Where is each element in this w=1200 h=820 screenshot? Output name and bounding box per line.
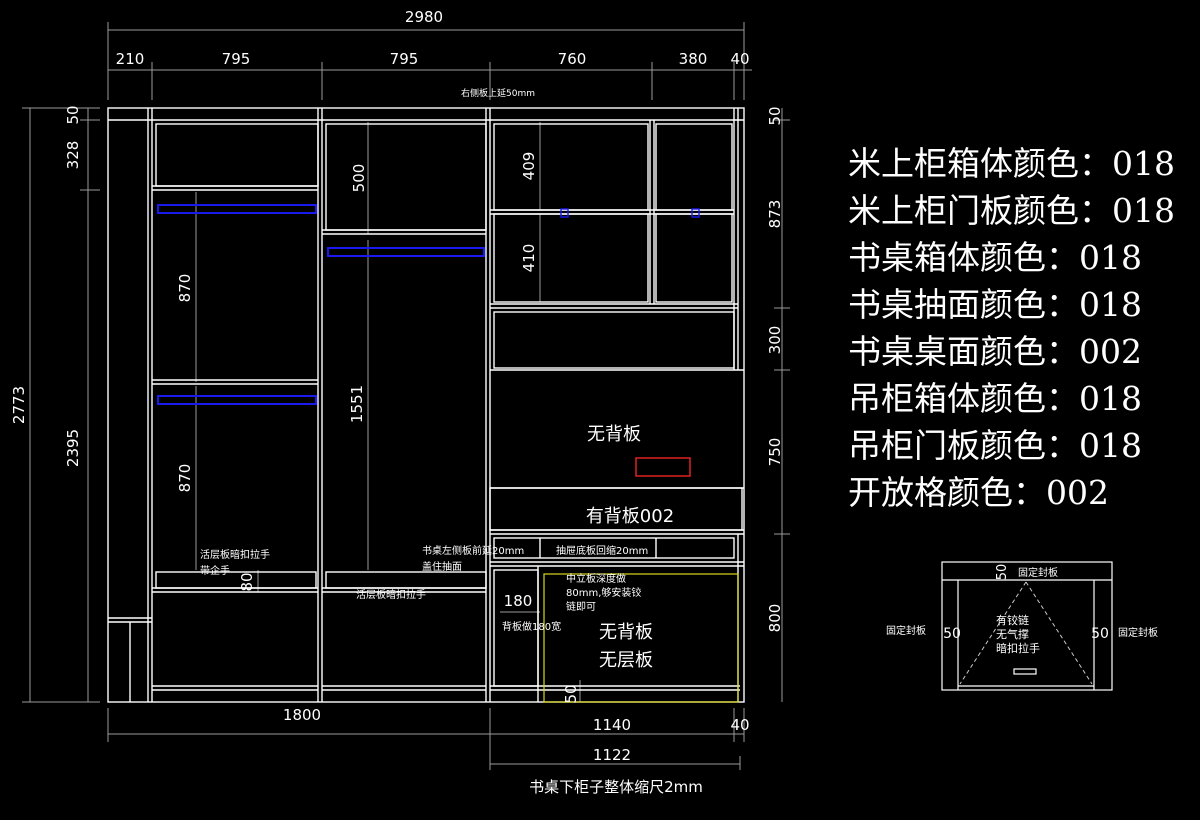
door-detail-diagram — [941, 561, 1113, 691]
detail-fixed-top: 固定封板 — [1018, 566, 1058, 579]
cabinet-outline — [107, 107, 745, 703]
color-note: 书桌箱体颜色：018 — [848, 238, 1142, 277]
label-desk-side-1: 书桌左侧板前延20mm — [422, 544, 524, 557]
label-center-panel-1: 中立板深度做 — [566, 572, 626, 585]
color-note: 开放格颜色：002 — [848, 473, 1109, 512]
color-notes: 米上柜箱体颜色：018 米上柜门板颜色：018 书桌箱体颜色：018 书桌抽面颜… — [848, 140, 1198, 516]
label-center-panel-3: 链即可 — [566, 600, 596, 613]
dim-inner-410: 410 — [520, 244, 538, 273]
dim-bottom-1800: 1800 — [283, 706, 321, 724]
dim-inner-1551: 1551 — [348, 385, 366, 423]
dim-right-873: 873 — [766, 200, 784, 229]
color-note: 吊柜箱体颜色：018 — [848, 379, 1142, 418]
detail-hinge-2: 无气撑 — [996, 627, 1029, 641]
hanging-rails — [157, 204, 700, 405]
detail-dashed-lines — [959, 581, 1093, 685]
detail-hinge-3: 暗扣拉手 — [996, 641, 1040, 655]
dim-top-210: 210 — [116, 50, 145, 68]
dim-left-50: 50 — [64, 105, 82, 124]
label-desk-shrink: 书桌下柜子整体缩尺2mm — [529, 778, 703, 796]
detail-fixed-left: 固定封板 — [886, 624, 926, 637]
annotation-labels: 右侧板上延50mm 无背板 有背板002 活层板暗扣拉手 带企手 活层板暗扣拉手… — [200, 87, 703, 796]
dim-inner-870b: 870 — [176, 464, 194, 493]
lower-door-outline — [543, 573, 739, 703]
dim-left-328: 328 — [64, 141, 82, 170]
label-shelf-handle-left-2: 带企手 — [200, 564, 230, 577]
detail-hinge-1: 有铰链 — [996, 613, 1029, 627]
label-center-panel-2: 80mm,够安装铰 — [566, 586, 641, 599]
dim-bottom-1122: 1122 — [593, 746, 631, 764]
label-desk-side-2: 盖住抽面 — [422, 560, 462, 573]
dim-top-total: 2980 — [405, 8, 443, 26]
dim-inner-180: 180 — [504, 592, 533, 610]
label-back-002: 有背板002 — [586, 506, 674, 527]
label-back-recess: 背板做180宽 — [502, 620, 561, 633]
dim-right-800: 800 — [766, 604, 784, 633]
dimension-texts: 2980 210 795 795 760 380 40 2773 50 328 … — [10, 8, 784, 764]
dim-inner-50: 50 — [562, 684, 580, 703]
dim-right-50: 50 — [766, 106, 784, 125]
color-note: 书桌桌面颜色：002 — [848, 332, 1142, 371]
dim-inner-870a: 870 — [176, 274, 194, 303]
dim-top-40: 40 — [730, 50, 749, 68]
detail-dim-top: 50 — [995, 564, 1010, 581]
label-drawer-base: 抽屉底板回缩20mm — [556, 544, 648, 557]
color-note: 米上柜门板颜色：018 — [848, 191, 1175, 230]
color-note: 书桌抽面颜色：018 — [848, 285, 1142, 324]
label-no-back-lower: 无背板 — [599, 622, 653, 643]
dim-inner-409: 409 — [520, 152, 538, 181]
label-no-shelf-lower: 无层板 — [599, 650, 653, 671]
label-no-back-upper: 无背板 — [587, 424, 641, 445]
label-shelf-handle-mid: 活层板暗扣拉手 — [356, 588, 426, 601]
detail-fixed-right: 固定封板 — [1118, 626, 1158, 639]
dim-top-760: 760 — [558, 50, 587, 68]
color-note: 米上柜箱体颜色：018 — [848, 144, 1175, 183]
handle-marker — [635, 457, 691, 477]
label-shelf-handle-left-1: 活层板暗扣拉手 — [200, 548, 270, 561]
color-note: 吊柜门板颜色：018 — [848, 426, 1142, 465]
detail-texts: 50 固定封板 50 50 固定封板 固定封板 有铰链 无气撑 暗扣拉手 — [886, 564, 1158, 655]
dim-bottom-40: 40 — [730, 716, 749, 734]
dim-top-795a: 795 — [222, 50, 251, 68]
dim-right-750: 750 — [766, 438, 784, 467]
dim-left-2395: 2395 — [64, 429, 82, 467]
dim-top-380: 380 — [679, 50, 708, 68]
detail-dim-right: 50 — [1091, 626, 1109, 642]
dim-inner-500: 500 — [350, 164, 368, 193]
dimension-lines — [22, 22, 790, 770]
dim-bottom-1140: 1140 — [593, 716, 631, 734]
dim-left-total: 2773 — [10, 386, 28, 424]
detail-dim-left: 50 — [943, 626, 961, 642]
dim-inner-80: 80 — [238, 572, 256, 591]
dim-top-795b: 795 — [390, 50, 419, 68]
dim-right-300: 300 — [766, 326, 784, 355]
label-right-side-panel: 右侧板上延50mm — [461, 87, 535, 99]
